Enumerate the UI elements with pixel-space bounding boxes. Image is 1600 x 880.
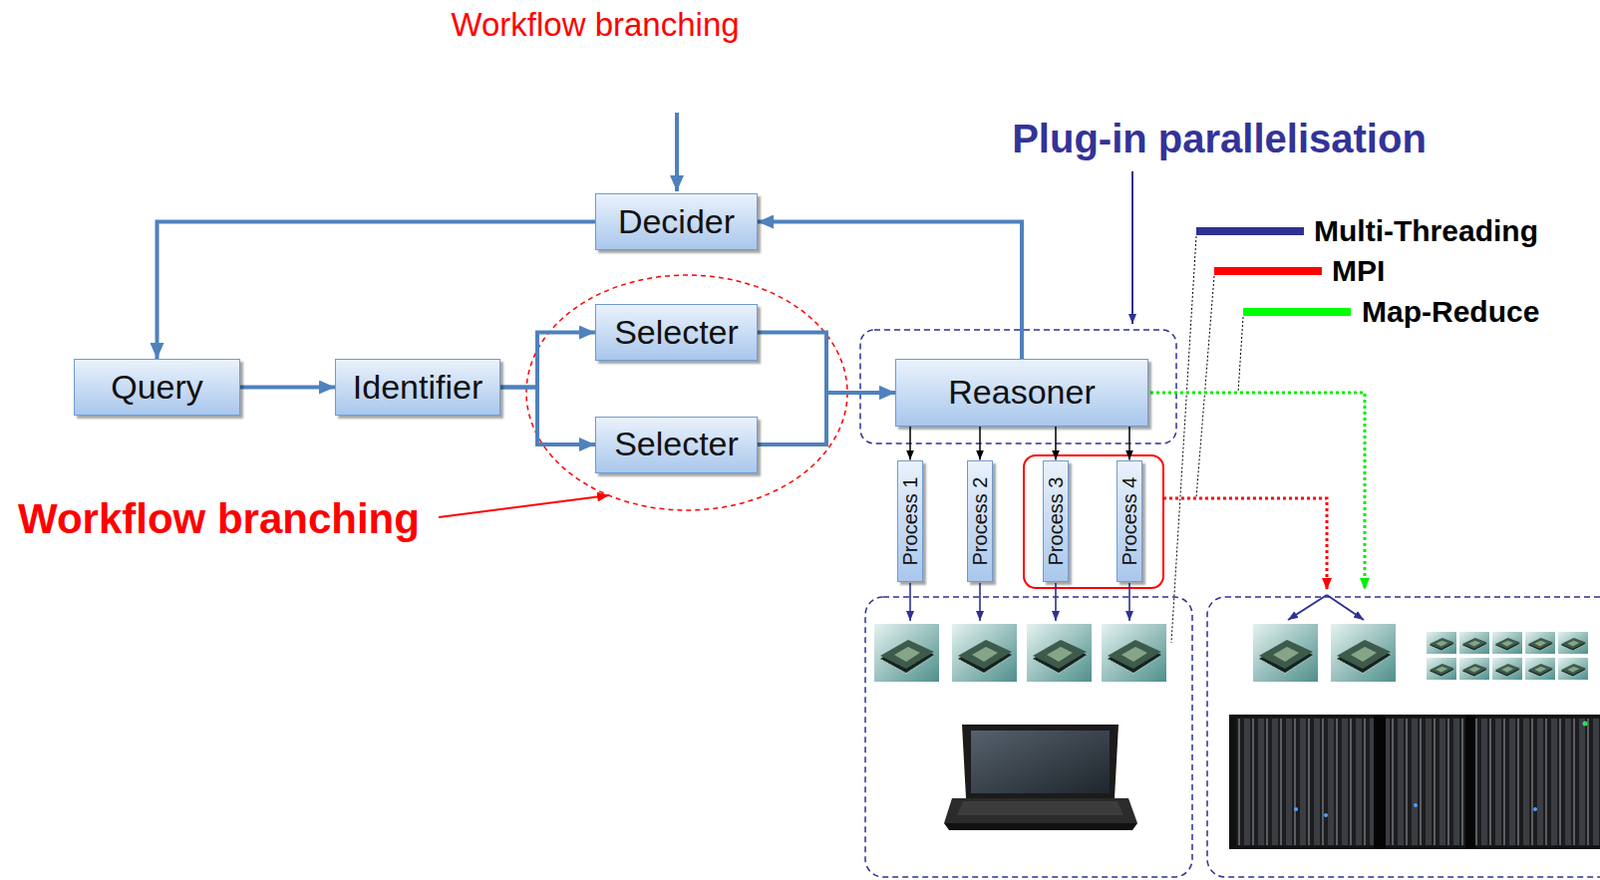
flow-arrow bbox=[500, 332, 596, 388]
spawn-arrow bbox=[1128, 426, 1131, 461]
pointer-arrow bbox=[1131, 171, 1134, 324]
node-text: Process 4 bbox=[1119, 476, 1140, 566]
node-text: Process 2 bbox=[969, 476, 990, 566]
selecter-box: Selecter bbox=[595, 416, 758, 474]
reasoner-box: Reasoner bbox=[895, 358, 1149, 427]
core-arrow bbox=[978, 583, 981, 622]
cpu-chip bbox=[1101, 624, 1167, 682]
node-text: Process 1 bbox=[900, 476, 921, 566]
selecter-box: Selecter bbox=[595, 304, 758, 361]
flow-arrow bbox=[240, 385, 335, 390]
spawn-arrow bbox=[909, 426, 912, 461]
flow-arrow bbox=[500, 387, 596, 446]
input-arrow bbox=[674, 112, 679, 192]
dispatch-arrow bbox=[1326, 595, 1364, 621]
query-box: Query bbox=[73, 358, 241, 416]
legend-text: MPI bbox=[1331, 254, 1385, 290]
pointer-arrow bbox=[438, 495, 610, 518]
node-text: Reasoner bbox=[948, 372, 1095, 412]
node-text: Query bbox=[110, 367, 204, 407]
server-rack-illustration bbox=[1229, 714, 1600, 850]
cpu-chip bbox=[1330, 624, 1396, 682]
flow-arrow bbox=[757, 332, 896, 394]
legend-swatch bbox=[1196, 227, 1304, 236]
spawn-arrow bbox=[1054, 426, 1057, 461]
local-machine-outline bbox=[865, 597, 1193, 878]
flow-arrow bbox=[757, 222, 1022, 360]
identifier-box: Identifier bbox=[334, 358, 501, 416]
section-label: Workflow branching bbox=[17, 495, 420, 544]
laptop-illustration bbox=[944, 724, 1138, 831]
node-text: Identifier bbox=[352, 367, 483, 407]
branching-ellipse bbox=[526, 275, 848, 511]
map-reduce-arrow bbox=[1150, 392, 1365, 591]
node-text: Selecter bbox=[614, 313, 739, 352]
cpu-chip bbox=[874, 624, 940, 682]
leader-line bbox=[1238, 317, 1244, 393]
section-label: Plug-in parallelisation bbox=[1011, 115, 1427, 162]
process-box: Process 3 bbox=[1042, 460, 1069, 583]
core-arrow bbox=[1128, 583, 1131, 622]
process-group-outline bbox=[1023, 455, 1164, 589]
core-arrow bbox=[1054, 583, 1057, 622]
legend-text: Map-Reduce bbox=[1361, 295, 1540, 330]
process-box: Process 4 bbox=[1116, 460, 1143, 583]
node-text: Process 3 bbox=[1045, 476, 1066, 566]
leader-line bbox=[1196, 276, 1215, 499]
mpi-arrow bbox=[1163, 498, 1327, 591]
cluster-outline bbox=[1207, 597, 1600, 878]
legend-swatch bbox=[1243, 308, 1351, 317]
node-text: Decider bbox=[618, 202, 735, 242]
cpu-chip bbox=[952, 624, 1017, 682]
core-arrow bbox=[909, 583, 912, 622]
process-box: Process 1 bbox=[897, 460, 924, 583]
node-text: Selecter bbox=[614, 424, 739, 464]
legend-swatch bbox=[1214, 267, 1322, 276]
flow-arrow bbox=[757, 392, 896, 445]
section-label: Workflow branching bbox=[450, 5, 739, 44]
cpu-chip bbox=[1253, 624, 1318, 682]
plugin-outline bbox=[860, 329, 1177, 444]
dispatch-arrow bbox=[1287, 595, 1327, 621]
flow-arrow bbox=[157, 222, 597, 360]
leader-line bbox=[1171, 236, 1197, 643]
process-box: Process 2 bbox=[966, 460, 993, 583]
chip-grid bbox=[1426, 632, 1589, 680]
cpu-chip bbox=[1026, 624, 1092, 682]
decider-box: Decider bbox=[595, 193, 758, 251]
legend-text: Multi-Threading bbox=[1313, 214, 1539, 250]
spawn-arrow bbox=[978, 426, 981, 461]
